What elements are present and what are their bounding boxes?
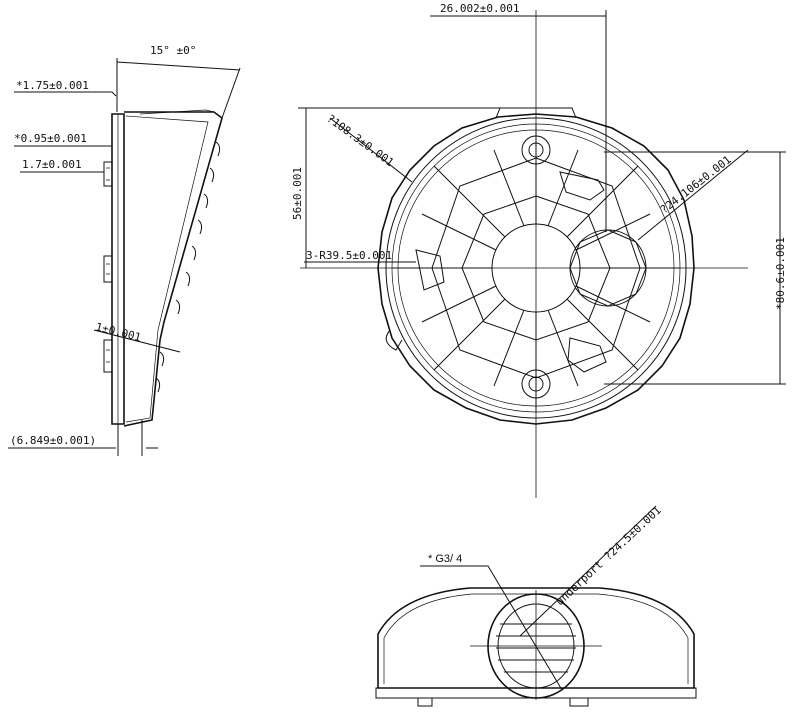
dim-24-106: ?24.106±0.001 <box>658 153 734 216</box>
dim-1-7: 1.7±0.001 <box>22 158 82 171</box>
dim-underport: underport ?24.5±0.001 <box>553 504 664 608</box>
dim-26-002: 26.002±0.001 <box>440 2 519 15</box>
angle-label: 15° ±0° <box>150 44 196 57</box>
bottom-view: * G3/ 4 underport ?24.5±0.001 <box>375 504 697 707</box>
dim-r39-5: 3-R39.5±0.001 <box>306 249 392 262</box>
dim-g3-4: * G3/ 4 <box>428 553 462 565</box>
dim-0-95: *0.95±0.001 <box>14 132 87 145</box>
dim-6-849: (6.849±0.001) <box>10 434 96 447</box>
dim-56: 56±0.001 <box>291 167 304 220</box>
side-view: 15° ±0° *1.75±0.001 *0.95±0.001 1.7±0.00… <box>8 44 241 456</box>
front-view: 26.002±0.001 56±0.001 ?108.3±0.001 3-R39… <box>291 2 787 498</box>
dim-80-6: *80.6±0.001 <box>774 237 787 310</box>
dim-108-3: ?108.3±0.001 <box>324 112 396 169</box>
dim-1-75: *1.75±0.001 <box>16 79 89 92</box>
